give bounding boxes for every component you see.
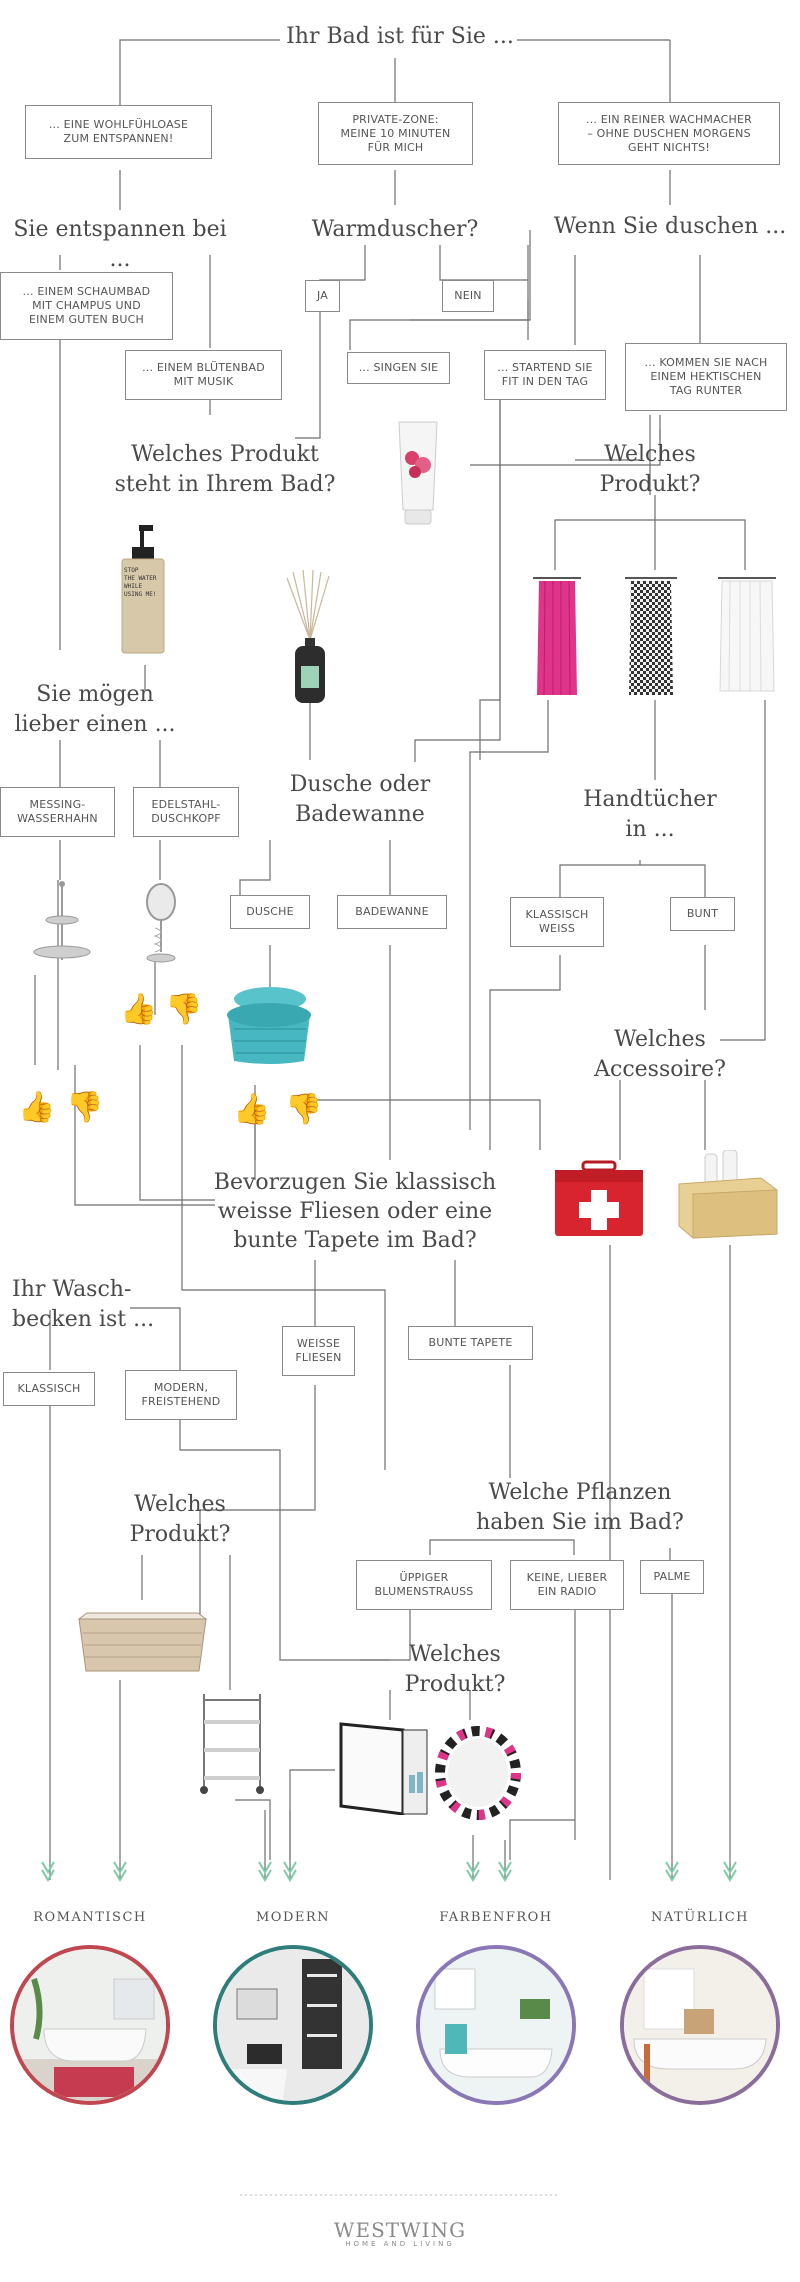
- answer-blumenstrauss: ÜPPIGER BLUMENSTRAUSS: [356, 1560, 492, 1610]
- question-ihr-bad: Ihr Bad ist für Sie ...: [286, 24, 514, 49]
- question-handtuecher: Handtücher in ...: [583, 787, 717, 842]
- question-pflanzen: Welche Pflanzen haben Sie im Bad?: [476, 1480, 684, 1535]
- tiered-stand-image: [30, 880, 95, 965]
- result-natuerlich-image: [620, 1945, 780, 2105]
- answer-kommen: ... KOMMEN SIE NACH EINEM HEKTISCHEN TAG…: [625, 343, 787, 411]
- answer-startend: ... STARTEND SIE FIT IN DEN TAG: [484, 350, 606, 400]
- wicker-basket-image: [75, 1603, 210, 1675]
- answer-dusche: DUSCHE: [230, 895, 310, 929]
- westwing-logo: WESTWING HOME AND LIVING: [0, 2218, 800, 2248]
- result-modern-image: [213, 1945, 373, 2105]
- question-welches-produkt-right: Welches Produkt?: [599, 442, 701, 497]
- answer-palme: PALME: [640, 1560, 704, 1594]
- reed-diffuser-image: [285, 569, 335, 705]
- soap-bottle-image: STOP THE WATER WHILE USING ME!: [118, 525, 168, 655]
- question-waschbecken: Ihr Wasch- becken ist ...: [12, 1277, 155, 1332]
- answer-wachmacher: ... EIN REINER WACHMACHER – OHNE DUSCHEN…: [558, 102, 780, 165]
- mirror-cabinet-image: [337, 1720, 432, 1816]
- answer-schaumbad: ... EINEM SCHAUMBAD MIT CHAMPUS UND EINE…: [0, 272, 173, 340]
- answer-bluetenbad: ... EINEM BLÜTENBAD MIT MUSIK: [125, 350, 282, 400]
- answer-bunt: BUNT: [670, 897, 735, 931]
- answer-klassisch-weiss: KLASSISCH WEISS: [510, 897, 604, 947]
- result-natuerlich-label: NATÜRLICH: [650, 1910, 750, 1925]
- question-accessoire: Welches Accessoire?: [594, 1027, 726, 1082]
- question-welches-produkt-bad: Welches Produkt steht in Ihrem Bad?: [114, 442, 336, 497]
- answer-modern-frei: MODERN, FREISTEHEND: [125, 1370, 237, 1420]
- answer-private-zone: PRIVATE-ZONE: MEINE 10 MINUTEN FÜR MICH: [318, 102, 473, 165]
- cosmetic-mirror-image: [140, 880, 182, 965]
- result-modern-label: MODERN: [255, 1910, 331, 1925]
- question-entspannen: Sie entspannen bei ...: [13, 217, 227, 272]
- thumbs-up-icon: 👍: [18, 1090, 56, 1125]
- soap-bottle-label: STOP THE WATER WHILE USING ME!: [124, 567, 157, 598]
- answer-singen: ... SINGEN SIE: [347, 352, 450, 384]
- bathroom-trolley-image: [198, 1690, 266, 1795]
- teal-basket-image: [222, 985, 317, 1067]
- thumbs-down-icon: 👎: [165, 992, 203, 1027]
- answer-radio: KEINE, LIEBER EIN RADIO: [510, 1560, 624, 1610]
- question-moegen: Sie mögen lieber einen ...: [14, 682, 176, 737]
- question-wenn-duschen: Wenn Sie duschen ...: [553, 214, 787, 239]
- cream-tube-image: [397, 420, 439, 525]
- thumbs-up-icon: 👍: [120, 992, 158, 1027]
- answer-weisse-fliesen: WEISSE FLIESEN: [282, 1326, 355, 1376]
- answer-wohlfuehloase: ... EINE WOHLFÜHLOASE ZUM ENTSPANNEN!: [25, 105, 212, 159]
- answer-nein: NEIN: [442, 280, 494, 312]
- question-welches-produkt-left: Welches Produkt?: [129, 1492, 231, 1547]
- thumbs-down-icon: 👎: [285, 1092, 323, 1127]
- question-dusche-badewanne: Dusche oder Badewanne: [289, 772, 431, 827]
- answer-ja: JA: [305, 280, 340, 312]
- answer-klassisch: KLASSISCH: [3, 1372, 95, 1406]
- patterned-curtain-image: [625, 575, 677, 697]
- result-romantisch-label: ROMANTISCH: [33, 1910, 147, 1925]
- question-warmduscher: Warmduscher?: [311, 217, 479, 242]
- result-farbenfroh-image: [416, 1945, 576, 2105]
- white-curtain-image: [718, 575, 776, 693]
- question-welches-produkt-mid: Welches Produkt?: [404, 1642, 506, 1697]
- thumbs-up-icon: 👍: [233, 1092, 271, 1127]
- result-romantisch-image: [10, 1945, 170, 2105]
- wooden-box-image: [675, 1149, 780, 1240]
- first-aid-box-image: [553, 1160, 645, 1238]
- pink-curtain-image: [533, 575, 581, 697]
- answer-edelstahl: EDELSTAHL- DUSCHKOPF: [133, 787, 239, 837]
- round-mirror-image: [433, 1725, 523, 1820]
- answer-messing: MESSING- WASSERHAHN: [0, 787, 115, 837]
- thumbs-down-icon: 👎: [66, 1090, 104, 1125]
- result-farbenfroh-label: FARBENFROH: [439, 1910, 553, 1925]
- brand-tagline: HOME AND LIVING: [345, 2240, 455, 2248]
- question-fliesen: Bevorzugen Sie klassisch weisse Fliesen …: [213, 1170, 497, 1253]
- answer-badewanne: BADEWANNE: [337, 895, 447, 929]
- answer-bunte-tapete: BUNTE TAPETE: [408, 1326, 533, 1360]
- brand-name: WESTWING: [333, 2218, 467, 2242]
